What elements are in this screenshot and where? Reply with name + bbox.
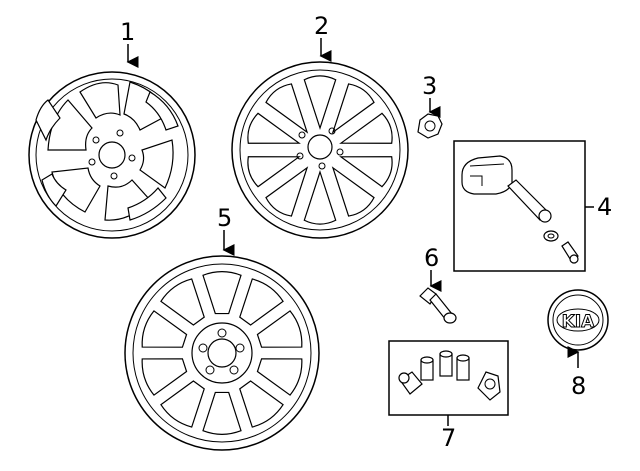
wheel-spoke-opening (303, 170, 337, 225)
wheel-spoke-opening (265, 166, 309, 217)
wheel-spoke-opening (339, 112, 393, 144)
wheel-vent-opening (256, 310, 303, 348)
wheel-steel-spare[interactable] (124, 255, 320, 451)
wheel-spoke-opening (331, 166, 375, 217)
wheel-vent-opening (202, 391, 242, 435)
wheel-alloy-5-spoke[interactable] (28, 71, 196, 239)
callout-1: 1 (120, 18, 135, 46)
callout-4: 4 (597, 193, 612, 221)
valve-stem[interactable] (419, 287, 457, 324)
wheel-vent-opening (160, 380, 205, 428)
wheel-spoke-opening (247, 156, 301, 188)
wheel-alloy-multi-spoke[interactable] (231, 61, 409, 239)
callout-3: 3 (422, 72, 437, 100)
valve-cap-nut[interactable] (417, 113, 443, 139)
callout-7: 7 (441, 424, 456, 452)
callout-6: 6 (424, 244, 439, 272)
callout-2: 2 (314, 12, 329, 40)
wheel-vent-opening (256, 358, 303, 396)
wheel-spoke-opening (265, 83, 309, 134)
center-cap-emblem[interactable]: KIA (547, 289, 609, 351)
wheel-spoke-opening (339, 156, 393, 188)
wheel-vent-opening (239, 278, 284, 326)
wheel-spoke-opening (331, 83, 375, 134)
wheel-spoke-opening (247, 112, 301, 144)
tpms-sensor-kit[interactable] (453, 140, 586, 272)
emblem-logo-text: KIA (562, 312, 595, 332)
callout-8: 8 (571, 372, 586, 400)
wheel-vent-opening (160, 278, 205, 326)
wheel-vent-opening (202, 271, 242, 315)
wheel-lock-nut-set[interactable] (388, 340, 509, 416)
callout-5: 5 (217, 204, 232, 232)
wheel-vent-opening (141, 310, 188, 348)
wheel-vent-opening (141, 358, 188, 396)
wheel-vent-opening (239, 380, 284, 428)
wheel-spoke-opening (303, 75, 337, 130)
